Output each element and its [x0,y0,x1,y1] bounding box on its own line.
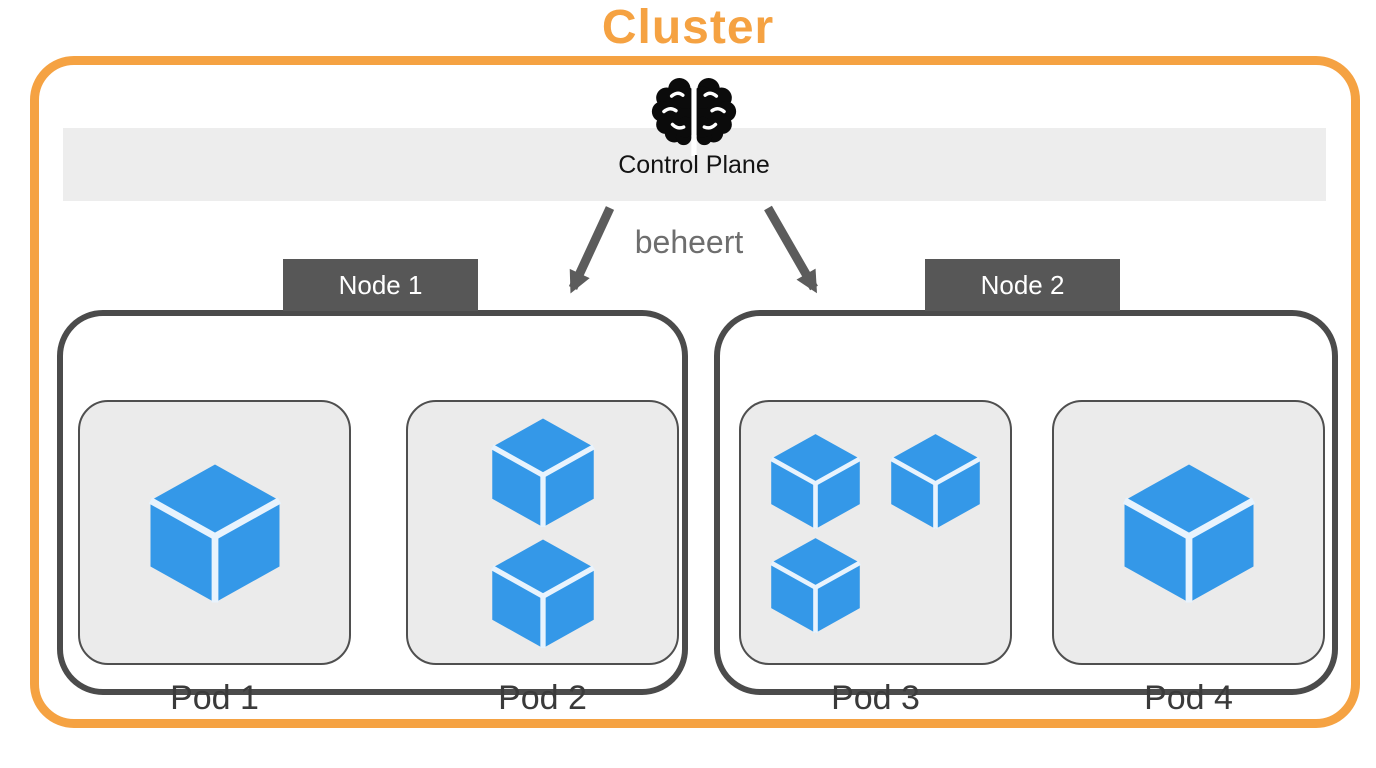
pod-2-box [406,400,679,665]
node-2-label: Node 2 [925,259,1120,311]
container-cube-icon [490,539,595,649]
node-1: Node 1 Pod 1 Pod 2 [57,259,688,717]
node-1-label: Node 1 [283,259,478,311]
node-2: Node 2 Pod 3 Pod 4 [714,259,1338,717]
pod-3: Pod 3 [739,400,1012,718]
node-1-box: Pod 1 Pod 2 [57,310,688,717]
pod-2-label: Pod 2 [498,679,587,717]
pod-1-box [78,400,351,665]
pod-4-label: Pod 4 [1144,679,1233,717]
arrow-to-node-2 [764,205,818,294]
pod-1: Pod 1 [78,400,351,718]
manage-arrows [568,205,818,294]
page-title: Cluster [601,1,775,54]
container-cube-icon [1122,464,1255,603]
pod-2: Pod 2 [406,400,679,718]
pod-1-containers [80,402,349,663]
pod-1-label: Pod 1 [170,679,259,717]
container-cube-icon [148,464,281,603]
container-cube-icon [770,433,861,529]
brain-icon [651,73,737,157]
node-2-box: Pod 3 Pod 4 [714,310,1338,717]
container-cube-icon [490,418,595,527]
pod-3-box [739,400,1012,665]
pod-3-label: Pod 3 [831,679,920,717]
control-plane-label: Control Plane [618,151,770,179]
cluster-boundary [30,56,1360,728]
manages-label: beheert [634,224,744,260]
pod-2-containers [408,402,677,663]
pod-3-containers [741,402,1010,663]
pod-4-containers [1054,402,1323,663]
container-cube-icon [770,537,861,633]
pod-4-box [1052,400,1325,665]
container-cube-icon [890,433,981,529]
arrow-to-node-1 [568,206,615,294]
pod-4: Pod 4 [1052,400,1325,718]
